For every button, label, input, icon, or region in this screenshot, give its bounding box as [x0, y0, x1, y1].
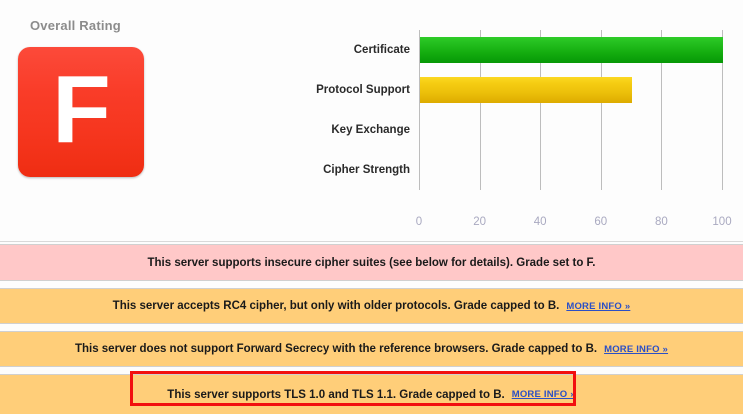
chart-bar [420, 37, 723, 63]
grade-letter: F [52, 56, 111, 163]
chart-gridline [661, 30, 663, 190]
chart-category-label: Protocol Support [316, 84, 410, 96]
chart-xtick-label: 0 [415, 216, 423, 228]
page-title: Overall Rating [30, 18, 121, 33]
message-row: This server does not support Forward Sec… [0, 331, 743, 367]
chart-category-label: Cipher Strength [323, 164, 410, 176]
chart-axis-line [419, 30, 420, 190]
chart-gridline [600, 30, 602, 190]
message-row: This server supports insecure cipher sui… [0, 244, 743, 281]
message-text: This server supports TLS 1.0 and TLS 1.1… [167, 388, 505, 401]
chart-gridline [479, 30, 481, 190]
chart-category-label: Key Exchange [331, 124, 410, 136]
chart-bar [420, 77, 633, 103]
message-row: This server supports TLS 1.0 and TLS 1.1… [0, 374, 743, 414]
more-info-link[interactable]: MORE INFO » [604, 343, 669, 355]
chart-gridline [722, 30, 723, 190]
chart-xtick-label: 100 [712, 216, 732, 228]
chart-xtick-label: 40 [533, 216, 547, 228]
chart-bar-row: Protocol Support [316, 77, 633, 103]
more-info-link[interactable]: MORE INFO » [566, 300, 631, 312]
overall-grade-badge: F [18, 47, 144, 177]
chart-xtick-label: 60 [594, 216, 608, 228]
message-text: This server accepts RC4 cipher, but only… [112, 300, 560, 312]
message-row: This server accepts RC4 cipher, but only… [0, 288, 743, 324]
chart-bar-row: Certificate [354, 37, 723, 63]
message-text: This server supports insecure cipher sui… [147, 256, 596, 269]
chart-xtick-label: 20 [473, 216, 486, 228]
message-text: This server does not support Forward Sec… [74, 343, 598, 355]
more-info-link[interactable]: MORE INFO » [511, 389, 576, 400]
chart-xtick-label: 80 [654, 216, 668, 228]
chart-gridline [540, 30, 542, 190]
chart-category-label: Certificate [353, 44, 410, 56]
